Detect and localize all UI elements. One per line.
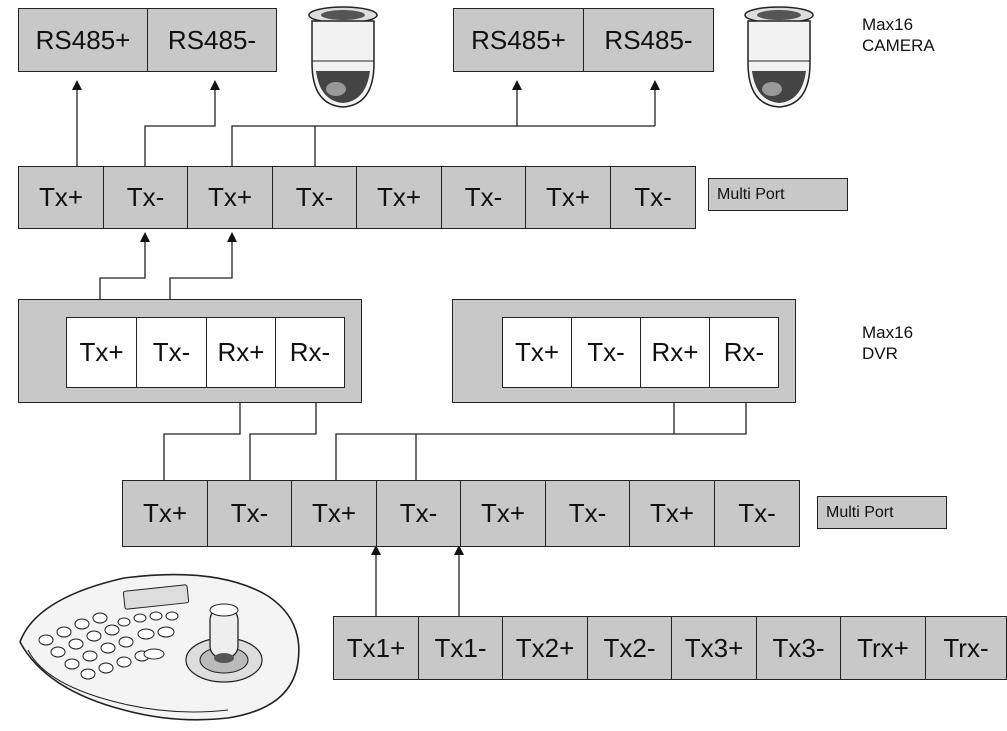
multi-port-bottom-cell: Tx+ xyxy=(460,480,546,547)
dvr1-port: Tx+ xyxy=(66,317,137,388)
keyboard-port-cell: Trx+ xyxy=(840,616,926,680)
keyboard-port-cell: Tx2- xyxy=(587,616,672,680)
dvr1-port: Rx+ xyxy=(206,317,276,388)
multi-port-top-cell: Tx+ xyxy=(187,166,273,229)
multi-port-top-cell: Tx- xyxy=(272,166,357,229)
multi-port-bottom-cell: Tx+ xyxy=(629,480,715,547)
dvr1-port: Rx- xyxy=(275,317,345,388)
keyboard-port-cell: Tx1- xyxy=(418,616,503,680)
dvr2-port: Rx+ xyxy=(640,317,710,388)
multi-port-bottom-cell: Tx- xyxy=(714,480,800,547)
multi-port-bottom-label: Multi Port xyxy=(817,496,947,529)
multi-port-top-cell: Tx+ xyxy=(356,166,442,229)
multi-port-bottom-cell: Tx+ xyxy=(122,480,208,547)
keyboard-port-cell: Trx- xyxy=(925,616,1007,680)
dvr1-port: Tx- xyxy=(136,317,207,388)
camera2-port-rs485-minus: RS485- xyxy=(583,8,714,72)
camera1-port-rs485-minus: RS485- xyxy=(147,8,277,72)
multi-port-top-cell: Tx- xyxy=(103,166,188,229)
multi-port-top-label: Multi Port xyxy=(708,178,848,211)
ptz-keyboard-controller-icon xyxy=(19,573,300,721)
dvr2-port: Tx- xyxy=(571,317,641,388)
camera2-port-rs485-plus: RS485+ xyxy=(453,8,584,72)
keyboard-port-cell: Tx3- xyxy=(756,616,841,680)
multi-port-bottom-cell: Tx- xyxy=(207,480,292,547)
multi-port-bottom-cell: Tx- xyxy=(376,480,461,547)
keyboard-port-cell: Tx3+ xyxy=(671,616,757,680)
multi-port-top-cell: Tx- xyxy=(610,166,696,229)
multi-port-top-cell: Tx- xyxy=(441,166,526,229)
multi-port-top-cell: Tx+ xyxy=(525,166,611,229)
dvr2-port: Rx- xyxy=(709,317,779,388)
multi-port-bottom-cell: Tx+ xyxy=(291,480,377,547)
keyboard-port-cell: Tx2+ xyxy=(502,616,588,680)
camera1-port-rs485-plus: RS485+ xyxy=(18,8,148,72)
dvr2-port: Tx+ xyxy=(502,317,572,388)
dome-camera-icon xyxy=(744,6,814,108)
multi-port-top-cell: Tx+ xyxy=(18,166,104,229)
dome-camera-icon xyxy=(308,6,378,108)
camera-label: Max16 CAMERA xyxy=(862,15,935,55)
multi-port-bottom-cell: Tx- xyxy=(545,480,630,547)
dvr-label: Max16 DVR xyxy=(862,323,914,363)
keyboard-port-cell: Tx1+ xyxy=(333,616,419,680)
